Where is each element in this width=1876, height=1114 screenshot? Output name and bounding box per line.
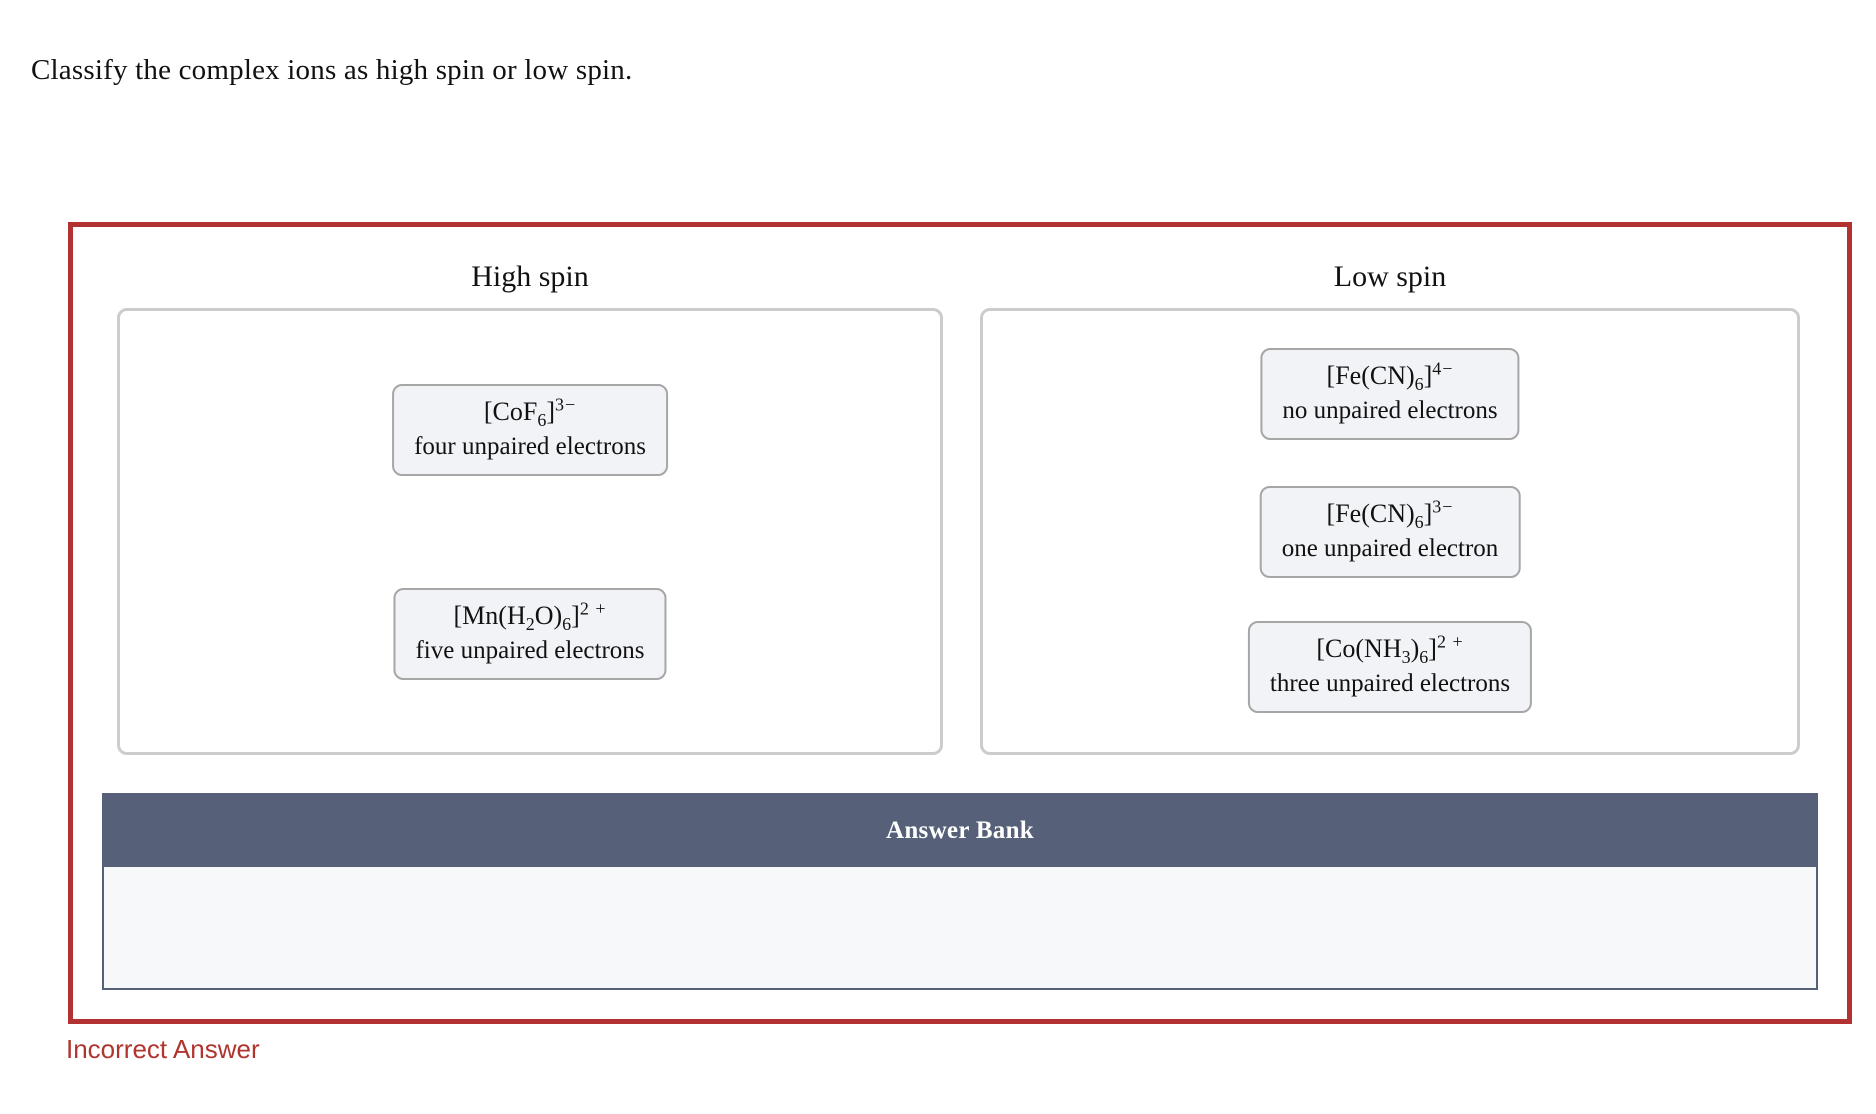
bin-label-high-spin: High spin	[471, 260, 589, 293]
drop-zone-high-spin[interactable]: [CoF6]3− four unpaired electrons [Mn(H2O…	[117, 308, 943, 755]
chip-formula: [Co(NH3)6]2 +	[1316, 631, 1464, 668]
answer-chip-conh36[interactable]: [Co(NH3)6]2 + three unpaired electrons	[1247, 621, 1533, 713]
chip-note: five unpaired electrons	[415, 637, 645, 664]
graded-question-frame: High spin Low spin [CoF6]3− four unpaire…	[68, 222, 1852, 1024]
chip-note: no unpaired electrons	[1282, 397, 1498, 424]
chip-note: three unpaired electrons	[1269, 670, 1511, 697]
answer-chip-mnh2o6[interactable]: [Mn(H2O)6]2 + five unpaired electrons	[393, 588, 667, 680]
chip-note: one unpaired electron	[1281, 535, 1499, 562]
chip-formula: [Fe(CN)6]4−	[1326, 358, 1454, 395]
answer-chip-fecn6-4[interactable]: [Fe(CN)6]4− no unpaired electrons	[1260, 348, 1520, 440]
chip-formula: [Mn(H2O)6]2 +	[453, 598, 607, 635]
feedback-incorrect-answer: Incorrect Answer	[66, 1034, 260, 1064]
chip-formula: [CoF6]3−	[483, 394, 577, 431]
question-prompt: Classify the complex ions as high spin o…	[31, 54, 633, 86]
drop-zone-low-spin[interactable]: [Fe(CN)6]4− no unpaired electrons [Fe(CN…	[980, 308, 1800, 755]
chip-formula: [Fe(CN)6]3−	[1326, 496, 1454, 533]
answer-bank[interactable]: Answer Bank	[102, 793, 1818, 990]
answer-chip-cof6[interactable]: [CoF6]3− four unpaired electrons	[392, 384, 668, 476]
chip-note: four unpaired electrons	[414, 433, 646, 460]
answer-bank-header: Answer Bank	[104, 795, 1816, 867]
bin-label-low-spin: Low spin	[1333, 260, 1447, 293]
answer-bank-body[interactable]	[104, 867, 1816, 990]
answer-chip-fecn6-3[interactable]: [Fe(CN)6]3− one unpaired electron	[1259, 486, 1521, 578]
